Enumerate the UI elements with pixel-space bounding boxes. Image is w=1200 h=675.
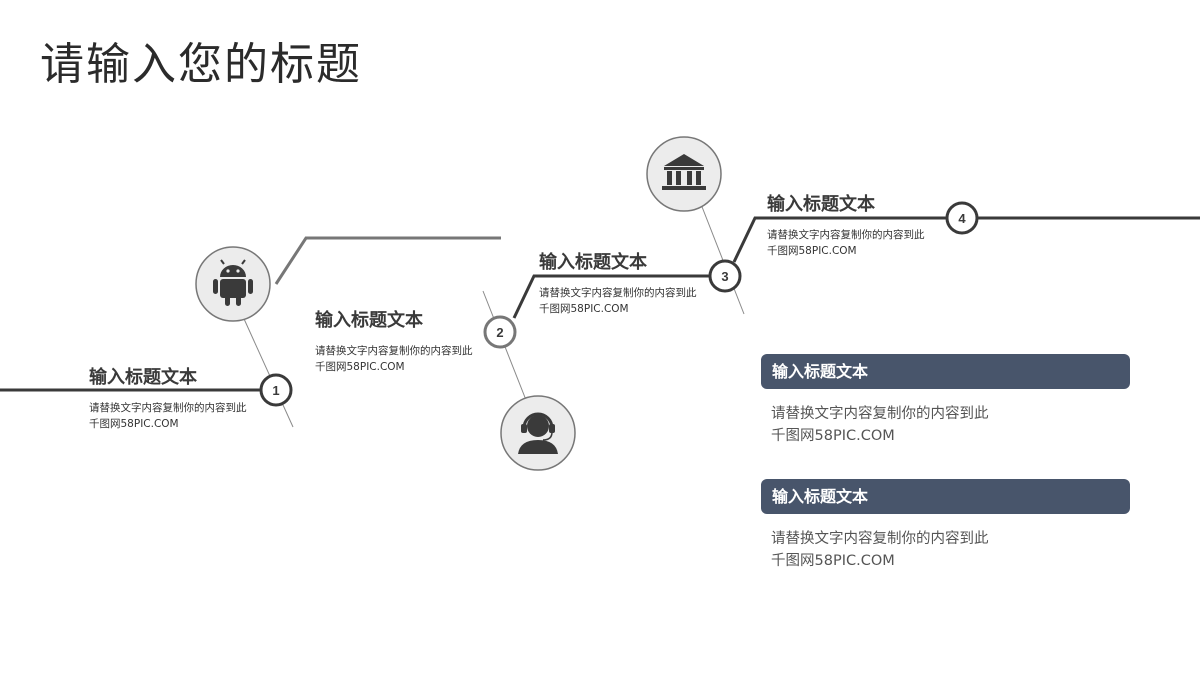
step-desc-2-line1: 请替换文字内容复制你的内容到此	[315, 345, 473, 357]
step-desc-1: 请替换文字内容复制你的内容到此 千图网58PIC.COM	[89, 400, 247, 432]
step-desc-2: 请替换文字内容复制你的内容到此 千图网58PIC.COM	[315, 343, 473, 375]
step-number-3: 3	[721, 269, 728, 284]
step-node-4: 4	[945, 201, 979, 235]
timeline-segment-2-3	[512, 274, 711, 319]
step-title-3: 输入标题文本	[539, 252, 647, 273]
step-node-3: 3	[708, 259, 742, 293]
bank-icon	[646, 136, 722, 212]
step-number-2: 2	[496, 325, 503, 340]
step-desc-2-line2: 千图网58PIC.COM	[315, 361, 405, 373]
info-block-1-line2: 千图网58PIC.COM	[771, 428, 895, 444]
step-desc-3: 请替换文字内容复制你的内容到此 千图网58PIC.COM	[539, 285, 697, 317]
step-node-1: 1	[259, 373, 293, 407]
timeline-upper-connector	[274, 236, 501, 285]
step-node-2: 2	[483, 315, 517, 349]
step-number-1: 1	[272, 383, 279, 398]
step-desc-4-line1: 请替换文字内容复制你的内容到此	[767, 229, 925, 241]
step-desc-1-line2: 千图网58PIC.COM	[89, 418, 179, 430]
icon-connector-1	[239, 309, 294, 428]
step-desc-3-line2: 千图网58PIC.COM	[539, 303, 629, 315]
step-desc-3-line1: 请替换文字内容复制你的内容到此	[539, 287, 697, 299]
step-number-4: 4	[958, 211, 966, 226]
step-title-2: 输入标题文本	[315, 310, 423, 331]
page-title: 请输入您的标题	[40, 39, 362, 90]
support-agent-icon	[500, 395, 576, 471]
android-icon	[195, 246, 271, 322]
icon-connector-3	[696, 193, 745, 315]
step-title-1: 输入标题文本	[89, 367, 197, 388]
step-desc-4: 请替换文字内容复制你的内容到此 千图网58PIC.COM	[767, 227, 925, 259]
info-block-2-line2: 千图网58PIC.COM	[771, 553, 895, 569]
info-block-1-header: 输入标题文本	[761, 354, 1130, 389]
step-desc-1-line1: 请替换文字内容复制你的内容到此	[89, 402, 247, 414]
step-title-4: 输入标题文本	[767, 194, 875, 215]
info-block-1-line1: 请替换文字内容复制你的内容到此	[771, 406, 989, 422]
info-block-1-desc: 请替换文字内容复制你的内容到此 千图网58PIC.COM	[771, 403, 989, 447]
info-block-2-header: 输入标题文本	[761, 479, 1130, 514]
timeline-segment-3-4	[732, 216, 946, 263]
info-block-2-line1: 请替换文字内容复制你的内容到此	[771, 531, 989, 547]
info-block-2-desc: 请替换文字内容复制你的内容到此 千图网58PIC.COM	[771, 528, 989, 572]
step-desc-4-line2: 千图网58PIC.COM	[767, 245, 857, 257]
